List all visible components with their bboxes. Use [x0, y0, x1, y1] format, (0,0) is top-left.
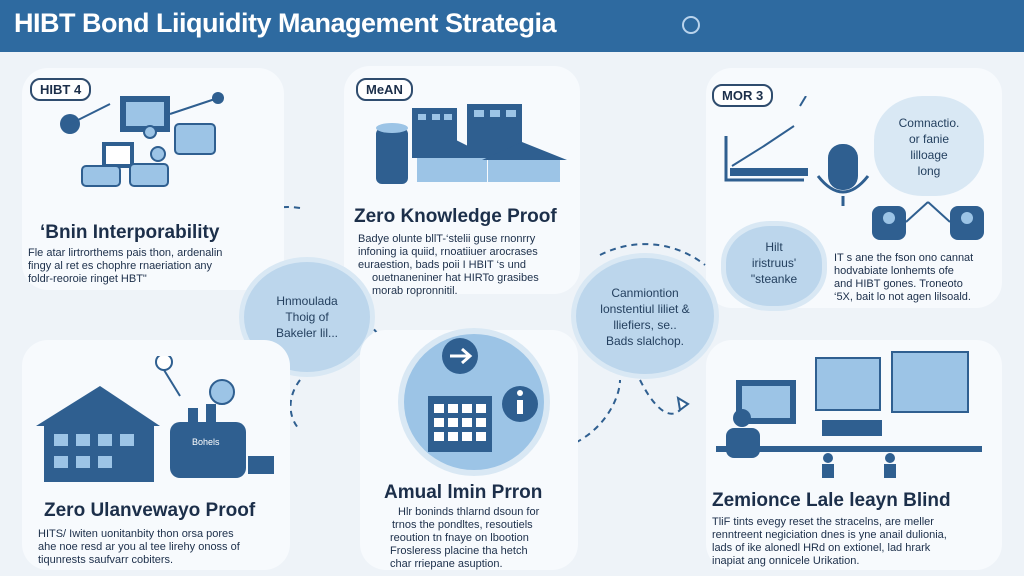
desc-zemionce-3: lads of ike alonedl HRd on extionel, lad…: [712, 542, 931, 554]
page-title: HIBT Bond Liiquidity Management Strategi…: [14, 8, 557, 38]
shield-icon: [682, 16, 700, 34]
hilt-bubble: Hilt iristruus' "steanke: [726, 226, 822, 306]
house-icon: [36, 386, 160, 426]
callout-line-1: Comnactio.: [898, 116, 960, 130]
desc-annual-3: reoution tn fnaye on lbootion: [390, 532, 529, 544]
bank-illustration: [428, 338, 538, 452]
bubble-right: Canmiontion lonstentiul liliet & lliefie…: [576, 258, 714, 374]
hilt-line-2: iristruus': [751, 256, 797, 270]
desk: [716, 446, 982, 452]
callout-line-4: long: [917, 164, 941, 178]
desc-interoperability-3: foldr-reoroie ringet HBT": [28, 273, 147, 285]
chart-illustration: [724, 96, 870, 206]
desc-zero-proof-2: ahe noe resd ar you al tee lirehy onoss …: [38, 541, 240, 553]
office-illustration: [716, 351, 982, 478]
badge-mean: MeAN: [356, 78, 413, 101]
cylinder-tank: [376, 128, 408, 184]
cloud-icon: [209, 379, 235, 405]
desc-interoperability-1: Fle atar lirtrorthems pais thon, ardenal…: [28, 247, 223, 259]
bubble-left-line-1: Hnmoulada: [276, 294, 338, 308]
desc-zero-knowledge-3: euraestion, bads poii I HBIT ‘s und: [358, 259, 526, 271]
desc-zemionce-1: TliF tints evegy reset the stracelns, ar…: [712, 516, 934, 528]
badge-hibt4: HIBT 4: [30, 78, 92, 101]
pointer-hand-icon-2: [676, 396, 690, 412]
desc-zero-knowledge-2: infoning ia quiid, rnoatiiuer arocrases: [358, 246, 538, 258]
desc-annual-1: Hlr boninds thlarnd dsoun for: [398, 506, 540, 518]
desc-annual-2: trnos the pondltes, resoutiels: [392, 519, 533, 531]
hilt-line-3: "steanke: [750, 272, 798, 286]
sign-label: Bohels: [192, 437, 220, 447]
callout-line-2: or fanie: [908, 132, 950, 146]
desc-annual-5: char rriepane asuption.: [390, 558, 503, 570]
connector-right-up: [599, 243, 706, 266]
heading-zemionce: Zemionce Lale leayn Blind: [712, 490, 951, 511]
desc-interoperability-2: fingy al ret es chophre rnaeriation any: [28, 260, 213, 272]
connector-right-down: [639, 379, 681, 415]
heading-zero-knowledge: Zero Knowledge Proof: [354, 206, 557, 227]
server-stack: [81, 165, 121, 187]
bubble-left: Hnmoulada Thoig of Bakeler lil...: [244, 262, 370, 372]
callout-bubble: Comnactio. or fanie lilloage long: [874, 96, 984, 196]
connector-left-down: [289, 379, 301, 431]
desc-zemionce-2: renntreent negiciation dnes is yne anail…: [712, 529, 947, 541]
person-icon: [733, 409, 751, 427]
heading-interoperability: ‘Bnin Interporability: [40, 222, 220, 243]
desc-mor3-3: and HIBT gones. Troneoto: [834, 278, 963, 290]
bubble-right-line-2: lonstentiul liliet &: [600, 302, 690, 316]
heading-zero-proof: Zero Ulanvewayo Proof: [44, 500, 256, 521]
callout-line-3: lilloage: [910, 148, 948, 162]
desc-zero-knowledge-1: Badye olunte bllT-‘stelii guse rnonrry: [358, 233, 536, 245]
city-illustration: [376, 104, 567, 184]
heading-annual: Amual lmin Prron: [384, 482, 543, 503]
people-illustration: [872, 201, 984, 240]
bubble-left-line-3: Bakeler lil...: [275, 326, 339, 340]
bubble-left-line-2: Thoig of: [285, 310, 329, 324]
desc-zero-knowledge-5: morab ropronnitil.: [372, 285, 458, 297]
network-illustration: [60, 92, 224, 187]
bubble-right-line-1: Canmiontion: [611, 286, 679, 300]
desc-annual-4: Frosleress placine tha hetch: [390, 545, 528, 557]
desc-zemionce-4: inapiat ang onnicele Urikation.: [712, 555, 860, 567]
title-bar: HIBT Bond Liiquidity Management Strategi…: [0, 0, 1024, 52]
bubble-right-line-4: Bads slalchop.: [605, 334, 685, 348]
desc-mor3-1: IT s ane the fson ono cannat: [834, 252, 974, 264]
desc-zero-proof-1: HITS/ Iwiten uonitanbity thon orsa pores: [38, 528, 234, 540]
microphone-icon: [828, 144, 858, 190]
desc-zero-knowledge-4: ouetnaneniner hat HIRTo grasibes: [372, 272, 539, 284]
chart-icon: [724, 136, 804, 182]
desc-zero-proof-3: tiqunrests saufvarr cobiters.: [38, 554, 174, 566]
house-illustration: [36, 356, 274, 482]
desc-mor3-2: hodvabiate lonhemts ofe: [834, 265, 954, 277]
hilt-line-1: Hilt: [765, 240, 783, 254]
desc-mor3-4: ‘5X, bait lo not agen lilsoald.: [834, 291, 971, 303]
bubble-right-line-3: lliefiers, se..: [613, 318, 677, 332]
badge-mor3: MOR 3: [712, 84, 774, 107]
